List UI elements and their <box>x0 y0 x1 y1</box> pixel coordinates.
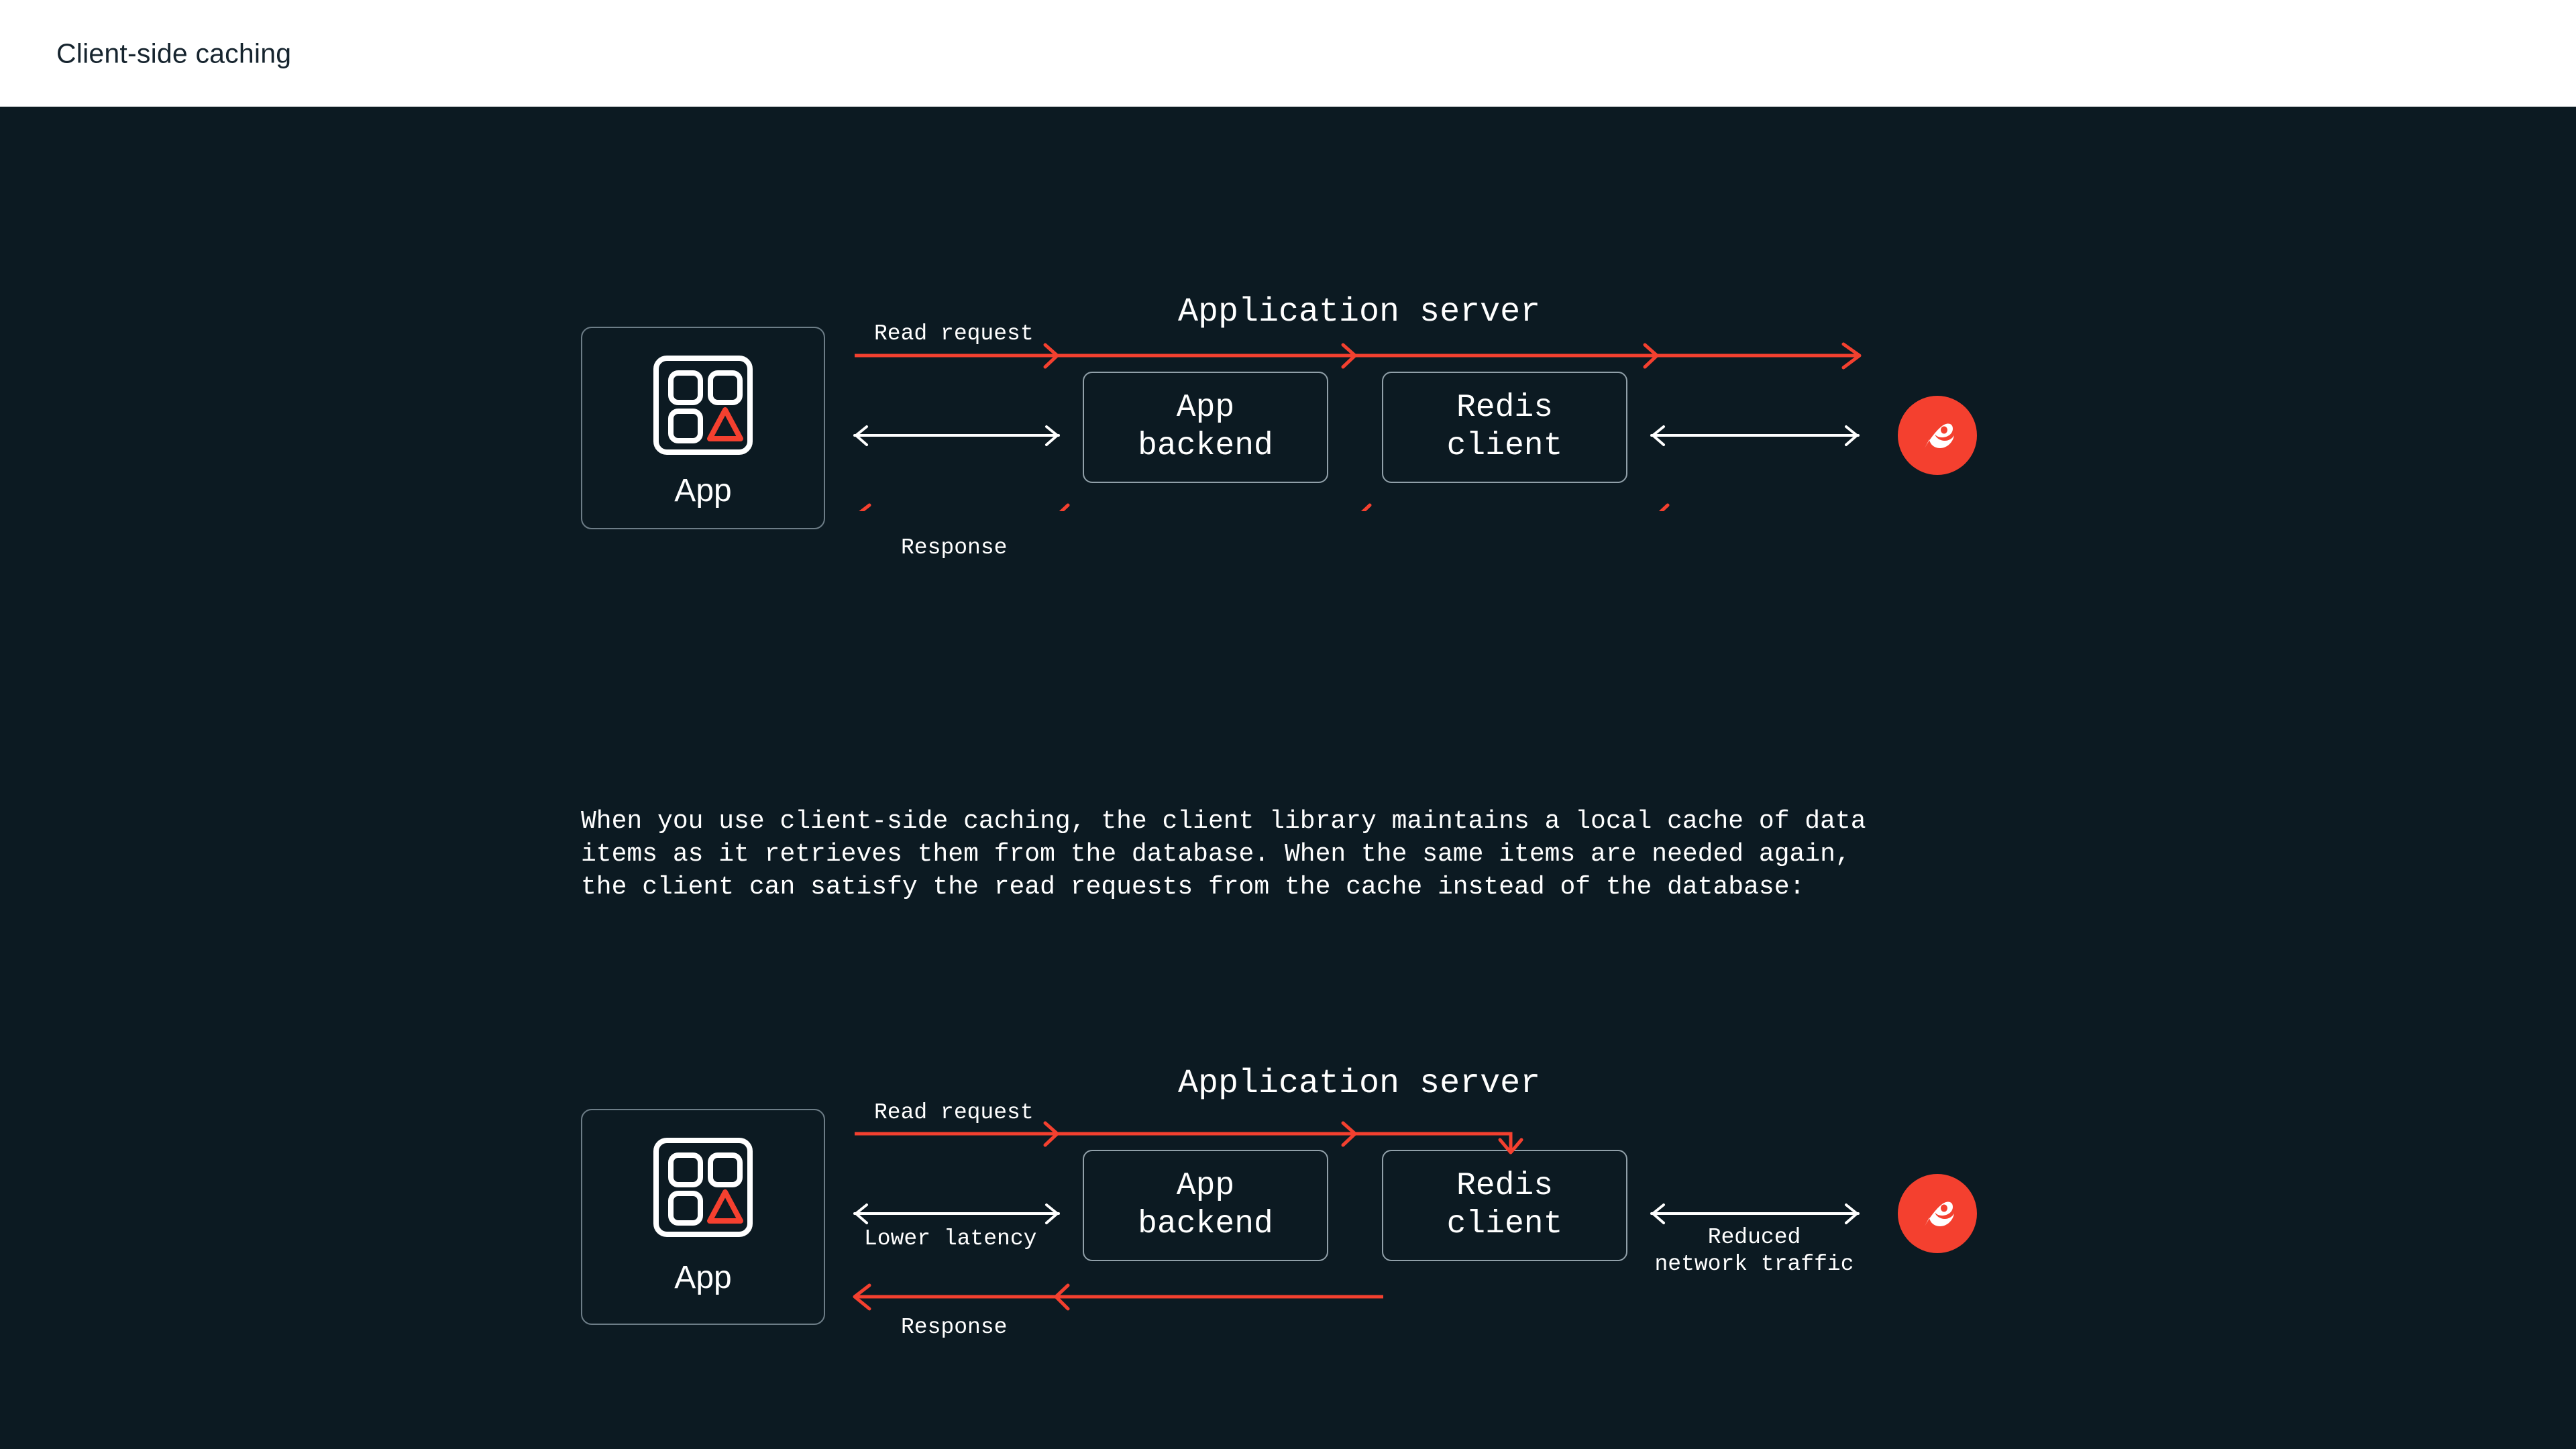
box-redis-client-bottom: Redis client <box>1382 1150 1627 1261</box>
app-grid-triangle-icon <box>653 1137 753 1241</box>
box-app-backend-bottom: App backend <box>1083 1150 1328 1261</box>
app-device-panel-bottom: App <box>581 1109 825 1325</box>
app-grid-triangle-icon <box>653 355 753 459</box>
box-redis-client-label-top: Redis client <box>1446 390 1563 464</box>
figure-bottom-title: Application server <box>1178 1065 1541 1103</box>
figure-top-title: Application server <box>1178 293 1541 331</box>
box-app-backend-label-bottom: App backend <box>1138 1168 1273 1242</box>
label-response-top: Response <box>901 535 1008 560</box>
figure-client-side-caching-without-cache: Application server App App backend Redis… <box>0 109 2576 560</box>
label-reduced-network-traffic: Reduced network traffic <box>1654 1225 1854 1277</box>
page-title: Client-side caching <box>56 38 292 68</box>
figure-client-side-caching-with-cache: Application server App App backend Redis… <box>0 930 2576 1340</box>
app-panel-label-top: App <box>674 473 732 508</box>
box-redis-client-label-bottom: Redis client <box>1446 1168 1563 1242</box>
app-device-panel-top: App <box>581 327 825 529</box>
redis-logo-icon-top <box>1898 396 1977 475</box>
redis-logo-icon-bottom <box>1898 1174 1977 1253</box>
body-paragraph: When you use client-side caching, the cl… <box>581 807 1866 902</box>
label-lower-latency: Lower latency <box>864 1226 1037 1251</box>
header-bar: Client-side caching <box>0 0 2576 109</box>
label-read-request-top: Read request <box>874 321 1034 346</box>
box-app-backend-label-top: App backend <box>1138 390 1273 464</box>
label-read-request-bottom: Read request <box>874 1100 1034 1125</box>
box-app-backend-top: App backend <box>1083 372 1328 483</box>
diagram-canvas: Application server App App backend Redis… <box>0 109 2576 1449</box>
label-response-bottom: Response <box>901 1315 1008 1340</box>
app-panel-label-bottom: App <box>674 1260 732 1295</box>
box-redis-client-top: Redis client <box>1382 372 1627 483</box>
